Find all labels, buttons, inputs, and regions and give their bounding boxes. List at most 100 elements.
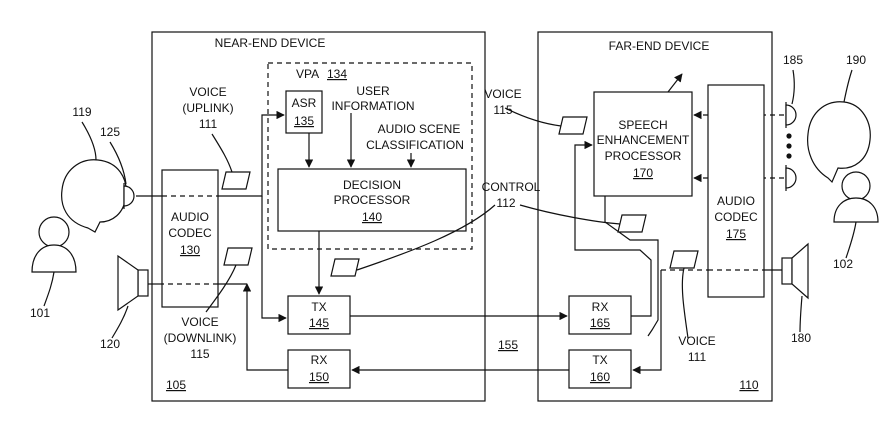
- voice-packet-far-bottom-icon: [669, 250, 699, 269]
- decision-processor-box: [277, 168, 467, 232]
- near-speaker-icon: [117, 254, 149, 312]
- uplink-leader: [211, 133, 233, 173]
- ref-185-leader: [791, 69, 795, 105]
- control-packet-far-icon: [617, 214, 647, 233]
- decision-ref: 140: [362, 210, 382, 224]
- near-tx-ref: 145: [309, 316, 329, 330]
- ref-185: 185: [783, 53, 803, 67]
- far-end-device-title: FAR-END DEVICE: [609, 39, 710, 53]
- ref-101: 101: [30, 306, 50, 320]
- ref-120-leader: [111, 305, 129, 339]
- far-microphone-2-icon: [785, 165, 797, 191]
- near-codec-ref: 130: [180, 243, 200, 257]
- voice-far-top-ref: 115: [493, 103, 512, 117]
- control-ref: 112: [496, 196, 515, 210]
- audio-scene-line2: CLASSIFICATION: [366, 138, 464, 152]
- far-codec-line1: AUDIO: [717, 194, 755, 208]
- far-codec-ref: 175: [726, 227, 746, 241]
- far-speaker-icon: [781, 242, 809, 300]
- voice-downlink-line2: (DOWNLINK): [164, 331, 237, 345]
- uplink-packet-icon: [221, 171, 251, 190]
- speech-output-arrow: [667, 73, 683, 93]
- downlink-line: [242, 283, 288, 371]
- far-codec-line2: CODEC: [714, 210, 758, 224]
- mic-dot-1: [786, 133, 792, 139]
- near-codec-line1: AUDIO: [171, 210, 209, 224]
- speech-line2: ENHANCEMENT: [597, 133, 690, 147]
- asr-box: [285, 90, 323, 134]
- ref-102-leader: [845, 221, 857, 259]
- voice-far-bottom-ref: 111: [688, 350, 707, 364]
- far-rx-label: RX: [592, 300, 609, 314]
- voice-far-top-leader: [504, 107, 562, 127]
- near-speech-bubble-icon: [61, 159, 127, 233]
- ref-119: 119: [72, 105, 91, 119]
- far-end-device-ref: 110: [739, 378, 758, 392]
- control-leader-near: [356, 204, 496, 271]
- ref-180: 180: [791, 331, 811, 345]
- ref-180-leader: [799, 295, 803, 333]
- speech-ref: 170: [633, 166, 653, 180]
- user-info-line2: INFORMATION: [331, 99, 414, 113]
- far-tx-label: TX: [592, 353, 607, 367]
- speech-enhancement-box: [593, 91, 693, 197]
- far-user-icon: [833, 171, 879, 223]
- voice-far-bottom-label: VOICE: [678, 334, 715, 348]
- voice-far-bottom-leader: [681, 267, 689, 339]
- ref-119-leader: [81, 121, 97, 161]
- audio-scene-line1: AUDIO SCENE: [378, 122, 461, 136]
- far-tx-box: [568, 349, 632, 389]
- control-packet-near-icon: [330, 258, 360, 277]
- far-rx-ref: 165: [590, 316, 610, 330]
- asr-label: ASR: [292, 96, 317, 110]
- ref-190: 190: [846, 53, 866, 67]
- ref-125-leader: [109, 141, 127, 185]
- mic-dot-3: [786, 153, 792, 159]
- near-end-device-box: [151, 31, 486, 402]
- voice-downlink-ref: 115: [190, 347, 209, 361]
- uplink-to-tx-line: [261, 196, 287, 323]
- vpa-ref: 134: [327, 67, 347, 81]
- link-ref: 155: [498, 338, 518, 352]
- near-rx-label: RX: [311, 353, 328, 367]
- uplink-line: [218, 110, 285, 197]
- voice-uplink-line1: VOICE: [189, 85, 226, 99]
- near-rx-box: [287, 349, 351, 389]
- mic-dot-2: [786, 143, 792, 149]
- far-rx-box: [568, 295, 632, 335]
- downlink-packet-icon: [223, 247, 253, 266]
- voice-far-top-label: VOICE: [484, 87, 521, 101]
- voice-uplink-ref: 111: [199, 117, 218, 131]
- decision-line1: DECISION: [343, 178, 401, 192]
- vpa-box: [267, 62, 473, 250]
- far-codec-to-tx-line: [632, 270, 662, 375]
- near-end-device-title: NEAR-END DEVICE: [215, 36, 326, 50]
- voice-packet-far-top-icon: [558, 116, 588, 135]
- voice-uplink-line2: (UPLINK): [182, 101, 233, 115]
- speech-line1: SPEECH: [618, 118, 667, 132]
- far-speech-bubble-icon: [807, 101, 871, 184]
- control-label: CONTROL: [482, 180, 541, 194]
- far-end-device-box: [537, 31, 773, 402]
- asr-ref: 135: [294, 114, 314, 128]
- near-rx-ref: 150: [309, 370, 329, 384]
- ref-101-leader: [43, 271, 55, 307]
- voice-downlink-line1: VOICE: [181, 315, 218, 329]
- downlink-leader: [205, 264, 237, 313]
- ref-125: 125: [100, 125, 120, 139]
- ref-190-leader: [843, 69, 853, 103]
- vpa-label: VPA: [296, 67, 319, 81]
- control-leader-far: [519, 204, 621, 225]
- near-microphone-icon: [123, 183, 135, 209]
- near-end-device-ref: 105: [166, 378, 186, 392]
- near-tx-box: [287, 295, 351, 335]
- near-user-icon: [31, 216, 77, 273]
- ref-120: 120: [100, 337, 120, 351]
- far-tx-ref: 160: [590, 370, 610, 384]
- far-microphone-1-icon: [785, 102, 797, 128]
- near-tx-label: TX: [311, 300, 326, 314]
- speech-line3: PROCESSOR: [605, 149, 682, 163]
- decision-line2: PROCESSOR: [334, 193, 411, 207]
- far-rx-to-speech-line: [574, 140, 652, 317]
